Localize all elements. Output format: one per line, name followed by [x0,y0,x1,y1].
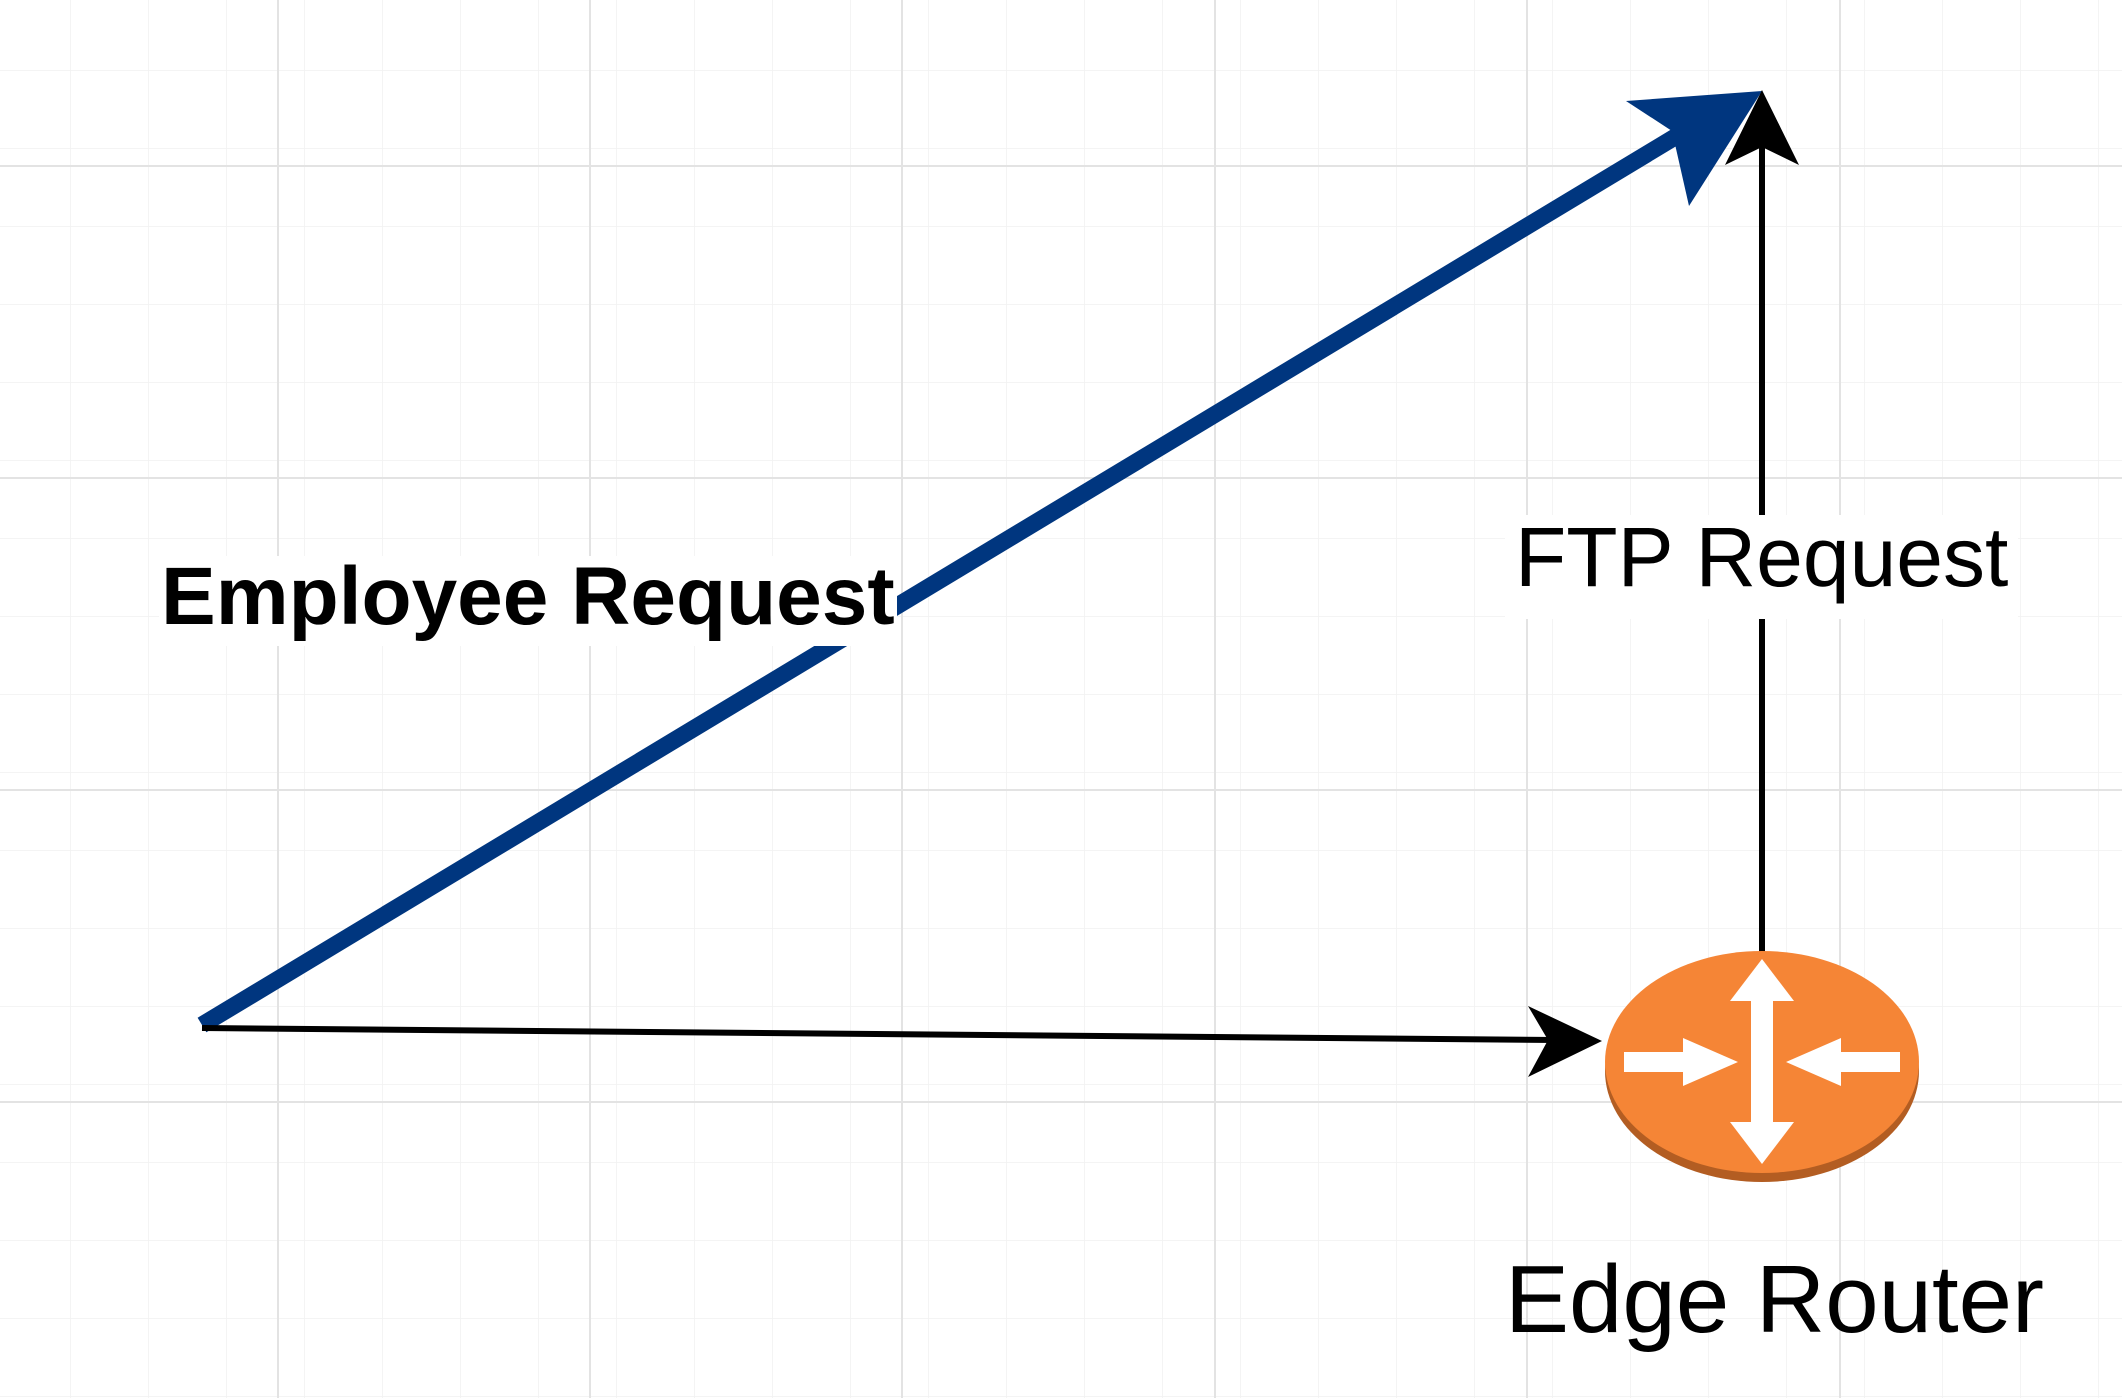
employee-request-line [197,120,1695,1033]
employee-request-label: Employee Request [159,556,897,646]
edge-router-label: Edge Router [1505,1246,2045,1353]
to-router-line [201,1025,1556,1043]
employee-request-arrowhead [1626,91,1762,206]
ftp-request-arrowhead [1725,90,1799,165]
router-icon[interactable] [1605,951,1919,1182]
employee-request-edge[interactable] [197,91,1762,1033]
router-icon-arrows [1624,959,1900,1164]
ftp-request-label: FTP Request [1505,515,2019,619]
to-router-arrowhead [1528,1006,1602,1077]
to-router-edge[interactable] [201,1006,1602,1077]
